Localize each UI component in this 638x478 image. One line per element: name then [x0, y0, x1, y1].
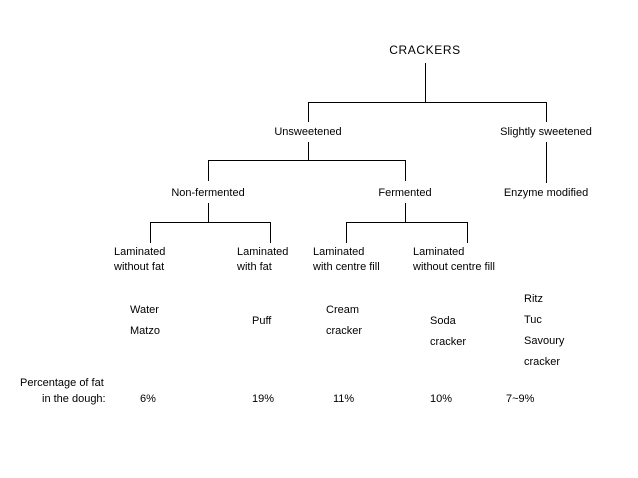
leaf-line-1: Laminated [313, 246, 365, 258]
connector-level2-drop-slightly-sweetened [546, 102, 547, 122]
node-non-fermented: Non-fermented [171, 187, 245, 199]
leaf-line-2: without fat [114, 261, 165, 273]
connector-enzyme-modified-stem [546, 142, 547, 183]
node-unsweetened: Unsweetened [274, 126, 342, 138]
connector-level3-drop-fermented [405, 160, 406, 181]
diagram-title: CRACKERS [389, 43, 461, 57]
connector-level4-bar-right [346, 222, 467, 223]
product-item: cracker [326, 325, 363, 337]
product-item: Tuc [524, 314, 542, 326]
product-item: Water [130, 304, 159, 316]
node-slightly-sweetened: Slightly sweetened [500, 126, 592, 138]
product-item: cracker [524, 356, 561, 368]
fat-percentage-value-0: 6% [140, 393, 156, 405]
product-item: Cream [326, 304, 360, 316]
node-enzyme-modified: Enzyme modified [503, 187, 589, 199]
fat-percentage-value-3: 10% [430, 393, 453, 405]
product-item: Puff [252, 315, 272, 327]
leaf-laminated-without-centre-fill: Laminated without centre fill [413, 245, 495, 275]
product-item: Ritz [524, 293, 543, 305]
connector-level3-bar [208, 160, 406, 161]
fat-percentage-label-line2: in the dough: [42, 393, 106, 405]
product-item: cracker [430, 336, 467, 348]
products-laminated-with-centre-fill: Cream cracker [326, 300, 362, 342]
connector-root-stem [425, 63, 426, 103]
connector-level4-drop-laminated-without-centre-fill [467, 222, 468, 243]
connector-unsweetened-stem [308, 142, 309, 161]
leaf-line-1: Laminated [413, 246, 465, 258]
leaf-line-2: with centre fill [313, 261, 380, 273]
connector-level2-bar [308, 102, 546, 103]
leaf-line-2: with fat [237, 261, 272, 273]
connector-level4-bar-left [150, 222, 270, 223]
products-laminated-without-centre-fill: Soda cracker [430, 311, 466, 353]
fat-percentage-value-1: 19% [252, 393, 275, 405]
connector-level2-drop-unsweetened [308, 102, 309, 122]
connector-level3-drop-non-fermented [208, 160, 209, 181]
products-laminated-with-fat: Puff [252, 311, 271, 332]
leaf-laminated-without-fat: Laminated without fat [114, 245, 165, 275]
leaf-laminated-with-centre-fill: Laminated with centre fill [313, 245, 380, 275]
fat-percentage-value-2: 11% [333, 393, 355, 405]
connector-level4-drop-laminated-with-centre-fill [346, 222, 347, 243]
leaf-line-2: without centre fill [413, 261, 495, 273]
product-item: Matzo [130, 325, 160, 337]
node-fermented: Fermented [378, 187, 432, 199]
connector-fermented-stem [405, 203, 406, 223]
connector-non-fermented-stem [208, 203, 209, 223]
leaf-line-1: Laminated [237, 246, 289, 258]
product-item: Savoury [524, 335, 565, 347]
fat-percentage-label-line1: Percentage of fat [20, 377, 104, 389]
fat-percentage-label: Percentage of fat in the dough: [20, 375, 106, 407]
leaf-laminated-with-fat: Laminated with fat [237, 245, 288, 275]
leaf-line-1: Laminated [114, 246, 166, 258]
product-item: Soda [430, 315, 456, 327]
fat-percentage-value-4: 7~9% [506, 393, 535, 405]
connector-level4-drop-laminated-with-fat [270, 222, 271, 243]
connector-level4-drop-laminated-without-fat [150, 222, 151, 243]
